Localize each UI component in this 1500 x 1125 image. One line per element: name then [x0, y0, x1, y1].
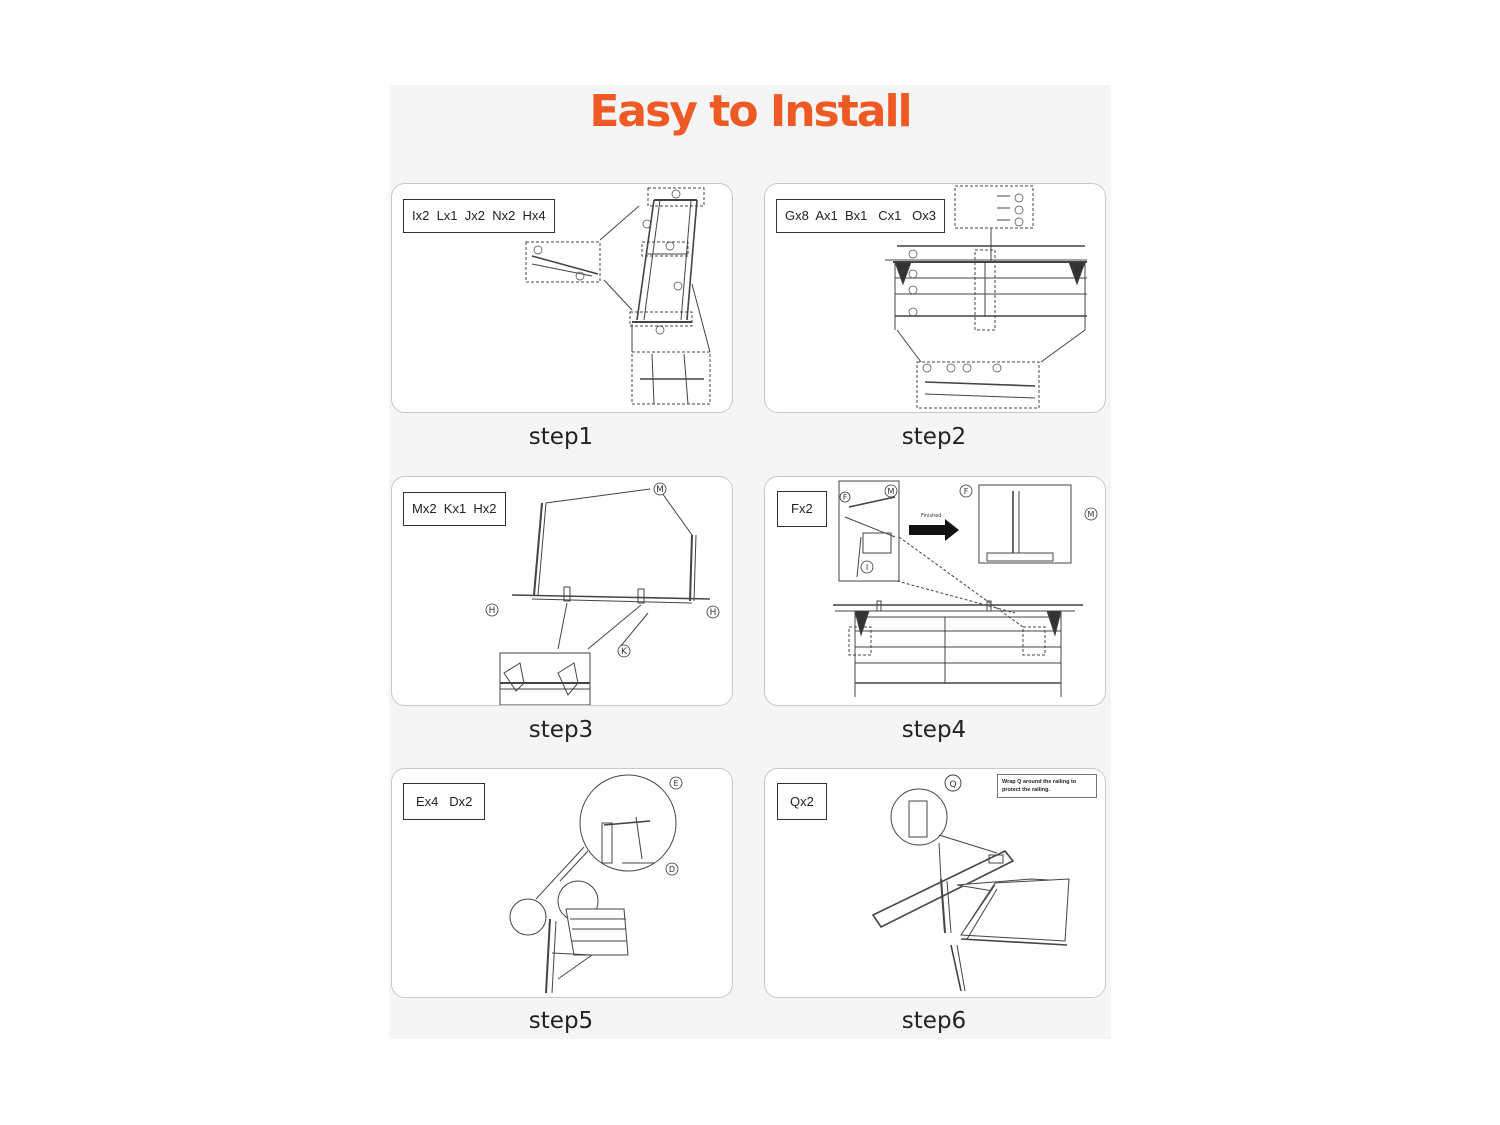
step5-label: step5 — [528, 1008, 594, 1034]
callout-q: Q — [949, 780, 956, 790]
step3-diagram: M H H K — [485, 482, 720, 705]
step6-label: step6 — [901, 1008, 967, 1034]
callout-f: F — [964, 487, 969, 496]
step2-parts-list: Gx8 Ax1 Bx1 Cx1 Ox3 — [776, 199, 946, 233]
step5-diagram: E D — [509, 774, 683, 994]
instruction-sheet: Easy to Install — [389, 85, 1111, 1039]
step2-panel: Gx8 Ax1 Bx1 Cx1 Ox3 — [764, 183, 1106, 413]
step1-parts-list: Ix2 Lx1 Jx2 Nx2 Hx4 — [403, 199, 555, 233]
callout-h-left: H — [489, 606, 496, 616]
step4-parts-list: Fx2 — [777, 491, 827, 527]
step2-label: step2 — [901, 424, 967, 450]
step5-panel: E D Ex4 Dx2 — [391, 768, 733, 998]
step6-diagram: Q — [871, 774, 1070, 992]
step6-note: Wrap Q around the railing to protect the… — [997, 774, 1097, 798]
step5-parts-list: Ex4 Dx2 — [403, 783, 486, 820]
callout-i: I — [866, 563, 868, 572]
finished-arrow — [909, 519, 959, 541]
step6-panel: Q Wrap Q around the railing to protect t… — [764, 768, 1106, 998]
callout-k: K — [621, 647, 628, 657]
callout-m: M — [656, 485, 664, 495]
callout-d: D — [669, 865, 675, 874]
callout-h-right: H — [710, 608, 717, 618]
step3-label: step3 — [528, 717, 594, 743]
step2-diagram — [885, 185, 1087, 409]
finished-label: Finished — [921, 513, 941, 519]
step1-diagram — [525, 187, 711, 405]
step4-panel: Finished F M F M I Fx2 — [764, 476, 1106, 706]
step4-label: step4 — [901, 717, 967, 743]
step3-parts-list: Mx2 Kx1 Hx2 — [403, 492, 506, 526]
callout-f-small: F — [843, 493, 848, 502]
callout-e: E — [673, 779, 678, 788]
page-title: Easy to Install — [589, 86, 912, 137]
step1-label: step1 — [528, 424, 594, 450]
step3-panel: M H H K Mx2 Kx1 Hx2 — [391, 476, 733, 706]
step1-panel: Ix2 Lx1 Jx2 Nx2 Hx4 — [391, 183, 733, 413]
callout-m: M — [1088, 510, 1095, 519]
callout-m-small: M — [888, 487, 895, 496]
step6-parts-list: Qx2 — [777, 783, 827, 820]
step4-diagram: Finished F M F M I — [833, 480, 1098, 697]
